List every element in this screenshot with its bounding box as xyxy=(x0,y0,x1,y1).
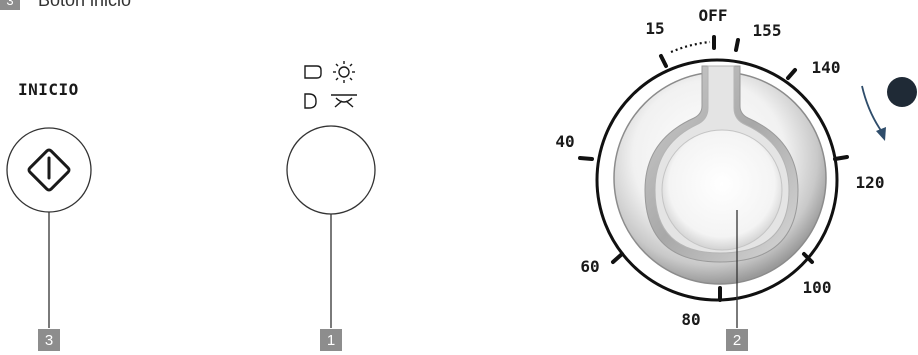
legend-number-badge: 3 xyxy=(0,0,20,10)
dial-label-120: 120 xyxy=(856,173,885,192)
minute-dotted-arc xyxy=(670,40,711,54)
dial-label-15: 15 xyxy=(645,19,664,38)
tick-40 xyxy=(578,156,594,161)
callout-badge-2: 2 xyxy=(726,329,748,351)
dial-label-40: 40 xyxy=(555,132,574,151)
tick-60 xyxy=(611,252,624,264)
start-power-icon xyxy=(27,148,71,192)
dial-label-140: 140 xyxy=(812,58,841,77)
timer-knob[interactable] xyxy=(613,65,827,285)
dial-label-off: OFF xyxy=(699,6,728,25)
tick-15 xyxy=(659,54,668,68)
light-button[interactable] xyxy=(286,125,376,215)
tick-140 xyxy=(786,68,797,80)
callout-badge-1: 1 xyxy=(320,329,342,351)
legend-text: Botón inicio xyxy=(38,0,131,11)
dial-label-100: 100 xyxy=(803,278,832,297)
tick-100 xyxy=(802,252,814,264)
callout-badge-3: 3 xyxy=(38,329,60,351)
dial-label-155: 155 xyxy=(753,21,782,40)
start-button-label: INICIO xyxy=(18,80,79,99)
clockwise-arrow-icon xyxy=(861,85,886,141)
legend: 3 Botón inicio xyxy=(0,0,131,12)
dial-label-60: 60 xyxy=(580,257,599,276)
tick-155 xyxy=(734,38,740,52)
door-closed-light-on-icon xyxy=(304,61,355,83)
dial-label-80: 80 xyxy=(681,310,700,329)
indicator-dot xyxy=(887,77,917,107)
door-open-light-off-icon xyxy=(304,93,357,109)
tick-120 xyxy=(833,155,849,161)
